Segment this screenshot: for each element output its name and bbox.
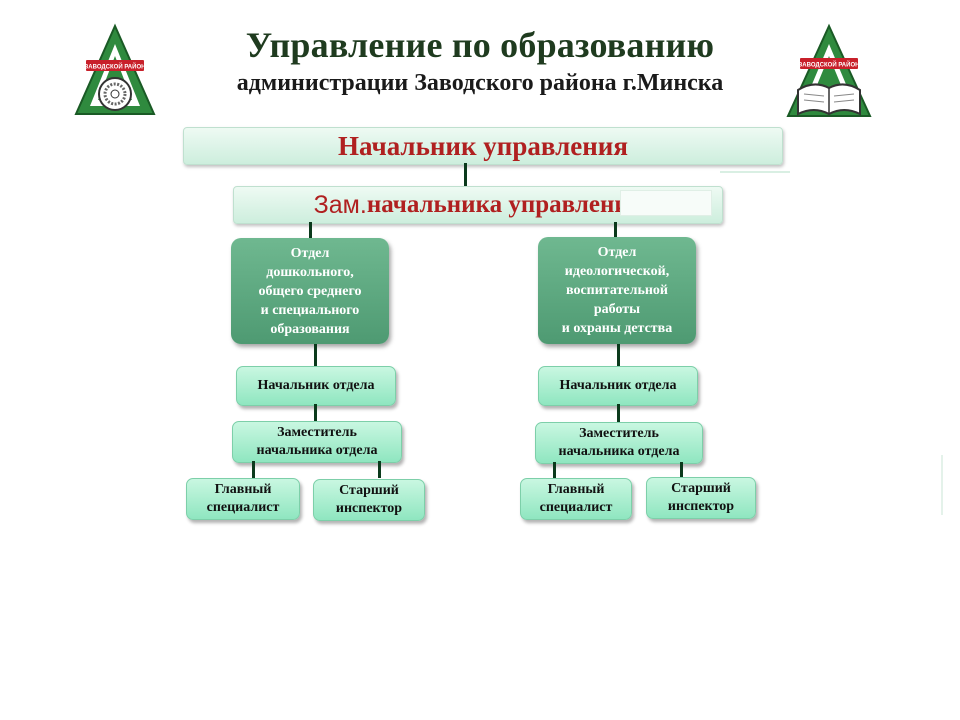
connector-dept1-specialist [252,461,255,478]
svg-text:ЗАВОДСКОЙ РАЙОН: ЗАВОДСКОЙ РАЙОН [85,63,146,71]
connector-dept2-chief [617,344,620,366]
department-2-chief-box: Начальник отдела [538,366,698,406]
department-2-box: Отдел идеологической, воспитательной раб… [538,237,696,344]
decor-line-right [941,455,943,515]
connector-dept2-specialist [553,462,556,478]
connector-deputy-dept-2 [614,222,617,238]
department-1-inspector-label: Старший инспектор [335,483,403,516]
connector-deputy-dept-1 [309,222,312,238]
connector-dept1-chief [314,344,317,366]
department-1-specialist-label: Главный специалист [206,482,280,515]
department-2-name: Отдел идеологической, воспитательной раб… [561,245,673,336]
district-emblem-right-icon: ЗАВОДСКОЙ РАЙОН [786,23,872,117]
deputy-prefix: Зам. [313,190,367,219]
department-1-box: Отдел дошкольного, общего среднего и спе… [231,238,389,344]
deputy-label: начальника управления [366,191,643,218]
page-title: Управление по образованию [245,25,715,65]
page-subtitle: администрации Заводского района г.Минска [236,70,724,96]
head-of-department-label: Начальник управления [338,130,628,161]
connector-dept1-inspector [378,461,381,478]
department-2-deputy-label: Заместитель начальника отдела [558,426,680,459]
svg-text:ЗАВОДСКОЙ РАЙОН: ЗАВОДСКОЙ РАЙОН [799,61,860,69]
department-2-chief-label: Начальник отдела [559,378,677,393]
department-2-inspector-label: Старший инспектор [667,481,735,514]
connector-dept2-deputy [617,404,620,422]
decor-line [720,171,790,173]
department-1-specialist-box: Главный специалист [186,478,300,520]
department-1-name: Отдел дошкольного, общего среднего и спе… [258,245,362,337]
deputy-decor-box [620,190,712,216]
connector-head-deputy [464,163,467,186]
department-1-deputy-label: Заместитель начальника отдела [256,425,378,458]
department-1-inspector-box: Старший инспектор [313,479,425,521]
district-emblem-left-icon: ЗАВОДСКОЙ РАЙОН [74,23,156,115]
department-2-inspector-box: Старший инспектор [646,477,756,519]
head-of-department-box: Начальник управления [183,127,783,165]
department-1-chief-box: Начальник отдела [236,366,396,406]
connector-dept2-inspector [680,462,683,478]
department-1-chief-label: Начальник отдела [257,378,375,393]
department-2-deputy-box: Заместитель начальника отдела [535,422,703,464]
department-2-specialist-label: Главный специалист [539,482,613,515]
department-1-deputy-box: Заместитель начальника отдела [232,421,402,463]
department-2-specialist-box: Главный специалист [520,478,632,520]
connector-dept1-deputy [314,404,317,422]
